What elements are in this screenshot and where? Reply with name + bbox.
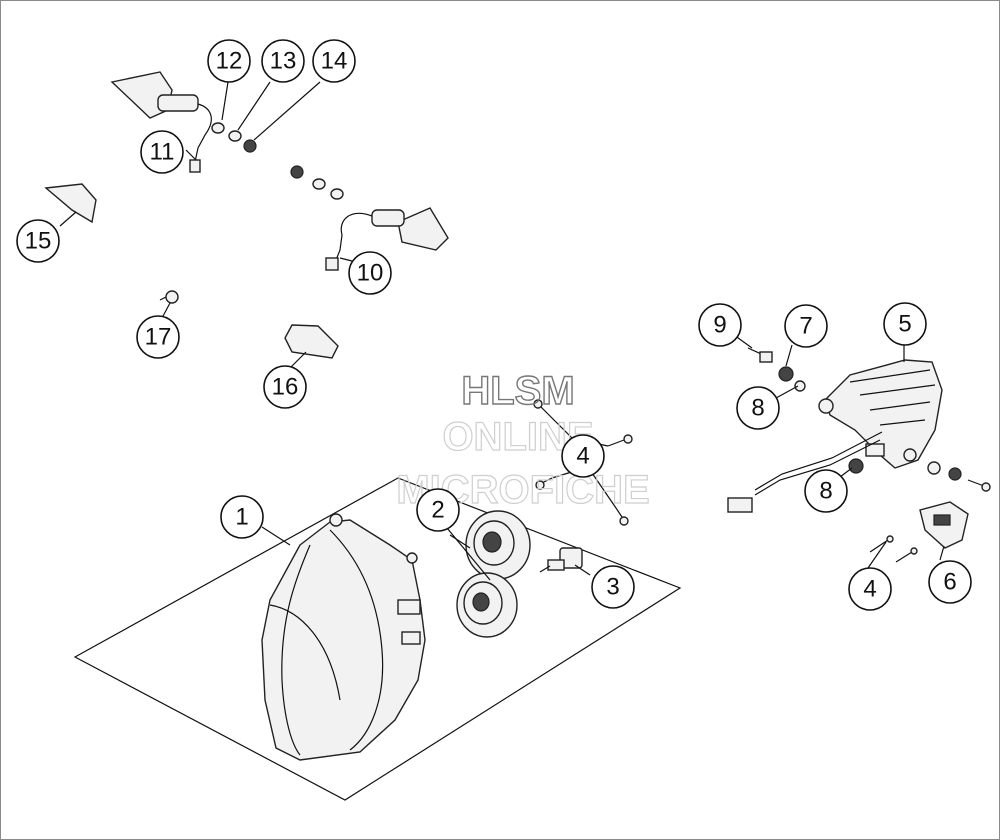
callout-15: 15 bbox=[16, 219, 60, 263]
callout-6: 6 bbox=[928, 560, 972, 604]
callout-11: 11 bbox=[140, 130, 184, 174]
svg-text:11: 11 bbox=[150, 139, 175, 166]
lens-cover-right bbox=[284, 324, 339, 359]
tail-light-wiring bbox=[727, 431, 883, 513]
tail-light-housing bbox=[818, 359, 943, 469]
svg-text:9: 9 bbox=[713, 312, 726, 339]
projector-module-lower bbox=[456, 572, 518, 638]
callout-14: 14 bbox=[312, 39, 356, 83]
svg-text:1: 1 bbox=[235, 504, 248, 531]
lens-cover-left bbox=[44, 183, 97, 224]
svg-text:4: 4 bbox=[863, 576, 876, 603]
svg-text:10: 10 bbox=[357, 260, 384, 287]
spacer-8-upper bbox=[794, 380, 806, 392]
license-plate-light bbox=[919, 501, 969, 549]
screw-17 bbox=[159, 290, 179, 304]
svg-text:8: 8 bbox=[751, 395, 764, 422]
screw-set-plate-light bbox=[869, 535, 918, 563]
callout-5: 5 bbox=[883, 302, 927, 346]
washer-nut-set-left bbox=[211, 81, 321, 153]
headlight-housing bbox=[261, 513, 426, 761]
svg-text:15: 15 bbox=[25, 228, 52, 255]
svg-text:5: 5 bbox=[898, 311, 911, 338]
tail-bolt-9 bbox=[747, 347, 773, 363]
spacer-8-lower bbox=[848, 458, 864, 474]
callout-13: 13 bbox=[261, 39, 305, 83]
callout-10: 10 bbox=[348, 251, 392, 295]
svg-text:4: 4 bbox=[576, 443, 589, 470]
svg-text:7: 7 bbox=[799, 313, 812, 340]
svg-text:16: 16 bbox=[272, 374, 299, 401]
svg-text:6: 6 bbox=[943, 569, 956, 596]
leader-lines bbox=[59, 149, 945, 581]
svg-text:12: 12 bbox=[216, 48, 243, 75]
watermark-line-1: HLSM bbox=[461, 369, 574, 413]
rubber-grommet-7 bbox=[778, 366, 794, 382]
svg-text:2: 2 bbox=[431, 497, 444, 524]
callout-8-upper: 8 bbox=[736, 386, 780, 430]
callout-3: 3 bbox=[591, 565, 635, 609]
svg-text:14: 14 bbox=[321, 48, 348, 75]
callout-12: 12 bbox=[207, 39, 251, 83]
turn-signal-left bbox=[110, 71, 212, 173]
callout-4-headlight: 4 bbox=[561, 434, 605, 478]
screw-set-headlight bbox=[533, 399, 633, 526]
callout-17: 17 bbox=[136, 315, 180, 359]
svg-text:17: 17 bbox=[145, 324, 172, 351]
callout-2: 2 bbox=[416, 488, 460, 532]
svg-text:3: 3 bbox=[606, 574, 619, 601]
callout-16: 16 bbox=[263, 365, 307, 409]
headlight-bulb bbox=[539, 547, 583, 573]
callout-1: 1 bbox=[220, 495, 264, 539]
turn-signal-right bbox=[325, 207, 449, 271]
washer-nut-set-right bbox=[290, 165, 344, 200]
svg-text:13: 13 bbox=[270, 48, 297, 75]
headlight-assembly-outline bbox=[73, 477, 682, 801]
callout-7: 7 bbox=[784, 304, 828, 348]
callout-8-lower: 8 bbox=[804, 469, 848, 513]
projector-module-upper bbox=[465, 510, 531, 580]
callout-9: 9 bbox=[698, 303, 742, 347]
tail-bolt-stack-right bbox=[927, 461, 991, 492]
callout-4-plate-light: 4 bbox=[848, 567, 892, 611]
svg-text:8: 8 bbox=[819, 478, 832, 505]
